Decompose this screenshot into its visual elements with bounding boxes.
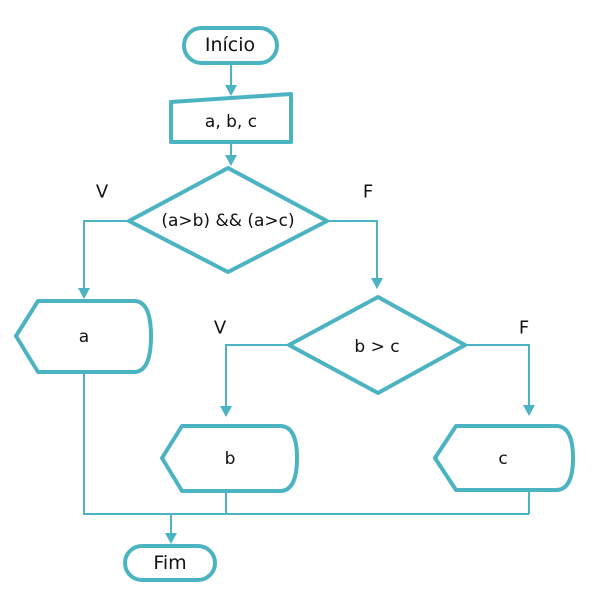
arrowhead-input	[225, 85, 237, 96]
start-label: Início	[205, 34, 255, 56]
decision2-true-label: V	[214, 318, 227, 339]
start-terminator	[182, 26, 279, 65]
input-node	[169, 92, 293, 144]
edge-decision1-true	[83, 220, 129, 290]
arrowhead-display-c	[523, 405, 535, 416]
display-b-node	[160, 424, 299, 493]
end-terminator	[123, 544, 217, 582]
decision2-diamond	[287, 295, 467, 395]
display-b-label: b	[225, 449, 236, 469]
display-a-label: a	[79, 327, 89, 347]
decision2-label: b > c	[354, 337, 399, 357]
display-c-node	[433, 424, 575, 492]
edge-decision1-false	[327, 220, 378, 280]
decision1-false-label: F	[363, 182, 373, 203]
edge-decision2-false	[465, 344, 530, 407]
display-c-label: c	[498, 449, 507, 469]
arrowhead-display-b	[220, 406, 232, 417]
decision2-false-label: F	[519, 318, 529, 339]
display-a-node	[14, 299, 153, 374]
arrowhead-decision1	[225, 155, 237, 166]
decision1-diamond	[127, 166, 329, 274]
arrowhead-end	[165, 533, 177, 544]
end-label: Fim	[153, 552, 186, 574]
edge-decision2-true	[225, 344, 289, 408]
arrowhead-display-a	[78, 288, 90, 299]
input-label: a, b, c	[205, 112, 257, 132]
edge-display-a-down	[83, 372, 529, 515]
decision1-label: (a>b) && (a>c)	[161, 211, 294, 231]
arrowhead-decision2	[371, 278, 383, 289]
decision1-true-label: V	[96, 182, 109, 203]
